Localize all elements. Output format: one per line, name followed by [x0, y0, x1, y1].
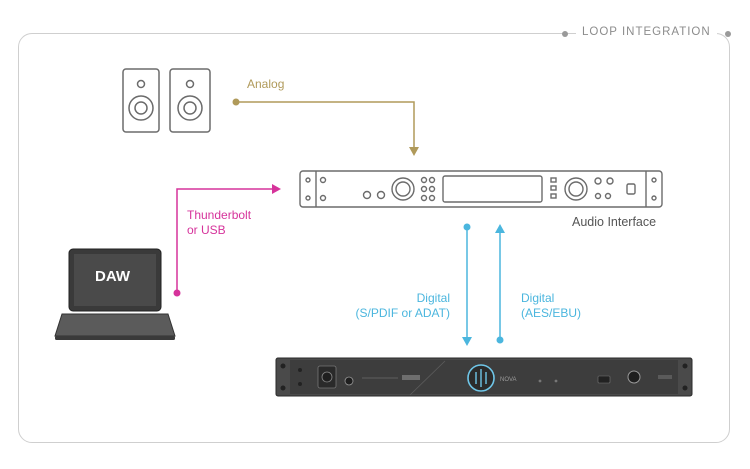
digital-left-line1: Digital: [416, 291, 450, 305]
laptop-icon: [54, 248, 176, 340]
audio-interface-icon: [299, 170, 663, 208]
laptop-screen-label: DAW: [95, 268, 130, 285]
analog-connection: [232, 98, 419, 156]
rack-unit-icon: NOVA: [275, 357, 693, 397]
speaker-icon: [122, 68, 211, 133]
thunderbolt-label: Thunderbolt or USB: [187, 208, 251, 238]
diagram-frame: [18, 33, 730, 443]
rack-brand: NOVA: [500, 377, 517, 383]
audio-interface-label: Audio Interface: [572, 215, 657, 229]
digital-right-line2: (AES/EBU): [521, 306, 582, 320]
digital-left-label: Digital (S/PDIF or ADAT): [346, 291, 450, 321]
analog-label: Analog: [247, 77, 285, 91]
title-dot-left: [562, 31, 568, 37]
thunderbolt-label-line2: or USB: [187, 223, 226, 237]
digital-left-line2: (S/PDIF or ADAT): [355, 306, 450, 320]
title-dot-right: [725, 31, 731, 37]
thunderbolt-label-line1: Thunderbolt: [187, 208, 252, 222]
section-title: LOOP INTEGRATION: [576, 26, 717, 38]
digital-right-label: Digital (AES/EBU): [521, 291, 581, 321]
thunderbolt-connection: [173, 184, 281, 297]
digital-connection-left: [462, 223, 472, 346]
digital-right-line1: Digital: [521, 291, 555, 305]
digital-connection-right: [495, 224, 505, 344]
